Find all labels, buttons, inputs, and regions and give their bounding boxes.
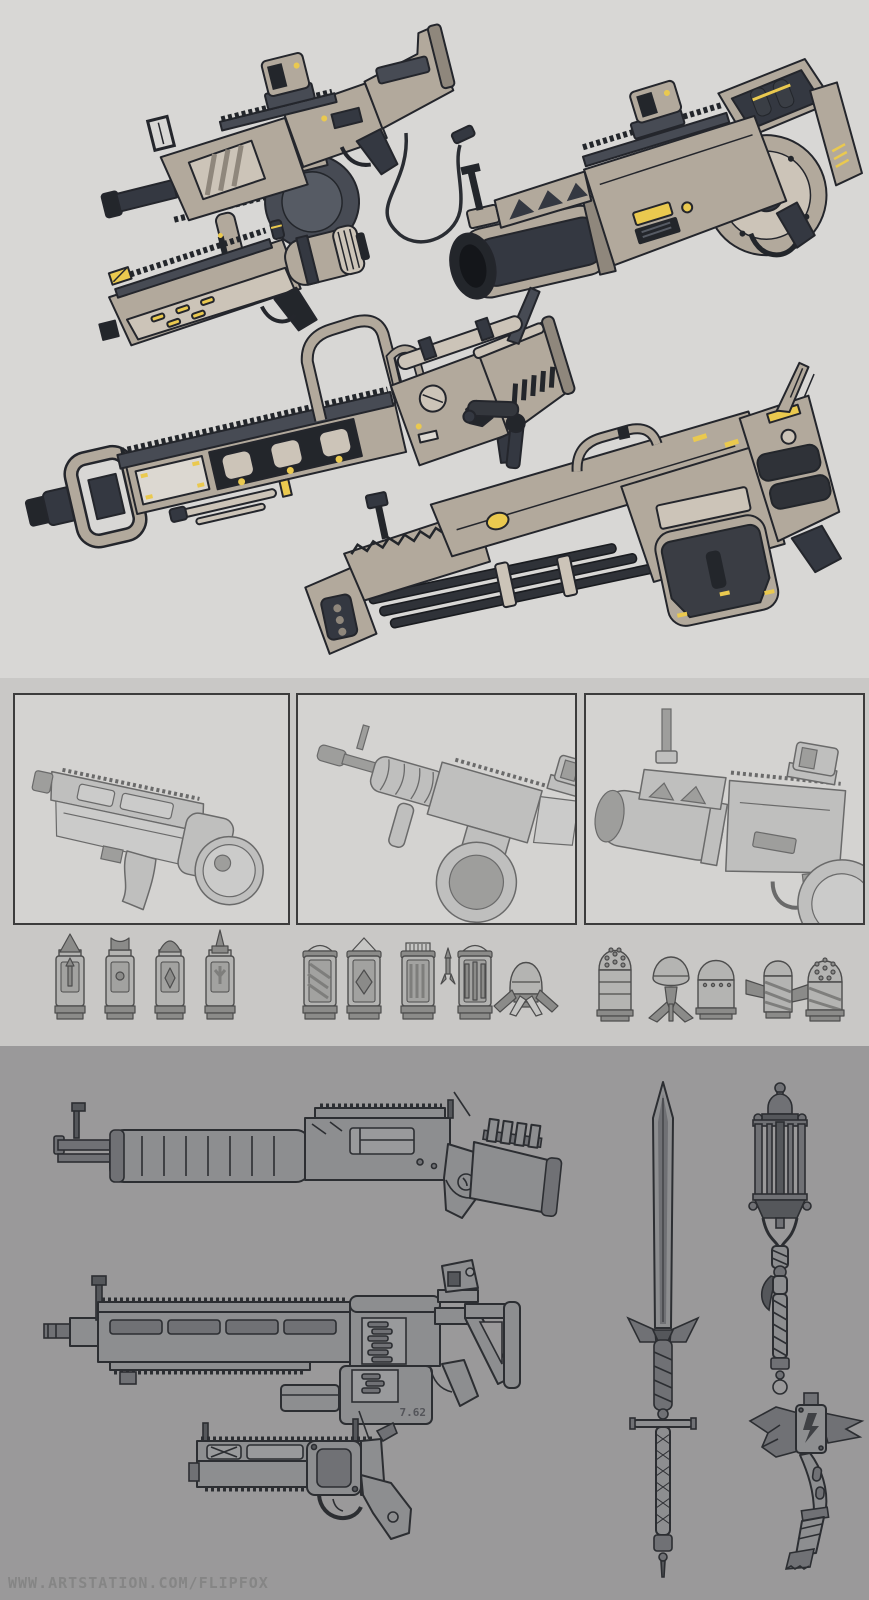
artist-watermark: WWW.ARTSTATION.COM/FLIPFOX bbox=[8, 1574, 269, 1592]
upper-grip bbox=[653, 1339, 673, 1411]
lmg-caliber-text: 7.62 bbox=[400, 1406, 427, 1419]
torch-dome bbox=[767, 1093, 793, 1115]
weapon-assault-rifle-drum bbox=[100, 23, 476, 270]
front-sight-post bbox=[467, 170, 484, 211]
shell-flechette-bundle bbox=[400, 942, 436, 1020]
holo-sight bbox=[629, 79, 686, 140]
sketch-compact-launcher bbox=[31, 767, 264, 911]
hammer-spur bbox=[375, 1421, 399, 1443]
barrel-cluster bbox=[368, 543, 658, 629]
ammo-counter-display bbox=[632, 201, 674, 227]
rocket-finned-spiral bbox=[745, 960, 811, 1019]
cartridge-hollow-point bbox=[104, 937, 136, 1020]
crank-handle bbox=[462, 399, 526, 470]
weapon-compact-smg bbox=[98, 219, 370, 347]
sketch-grenade-launcher-front bbox=[594, 708, 863, 923]
capacitor-spools bbox=[220, 427, 353, 486]
sketch-drum-rifle-front bbox=[316, 724, 575, 923]
section-rendered-weapons bbox=[0, 0, 869, 678]
holo-sight bbox=[260, 52, 311, 98]
guard-left bbox=[626, 1316, 657, 1343]
cartridge-round-nose bbox=[154, 940, 186, 1020]
cartridge-sabot-dart bbox=[204, 929, 236, 1020]
ammo-group-grenades bbox=[596, 947, 845, 1023]
torch-cage bbox=[752, 1119, 808, 1201]
grenade-pellet-head bbox=[596, 947, 634, 1022]
grip bbox=[360, 1474, 412, 1540]
carry-handle bbox=[302, 316, 406, 422]
rear-fin bbox=[775, 361, 810, 414]
ammo-group-shells bbox=[302, 937, 559, 1020]
shell-slug bbox=[346, 937, 382, 1020]
cartridge-spitzer bbox=[54, 933, 86, 1020]
ammo-group-rifle-cartridges bbox=[54, 929, 236, 1020]
cluster-bomb-finned bbox=[493, 961, 559, 1017]
mortar-bomb-finned bbox=[648, 956, 694, 1023]
weapon-battle-axe bbox=[748, 1392, 865, 1570]
weapon-belt-fed-lmg: 7.62 bbox=[43, 1259, 521, 1425]
weapon-torch-staff bbox=[748, 1082, 812, 1395]
front-sight-post bbox=[374, 502, 389, 540]
ammo-box-magazine: 7.62 bbox=[339, 1365, 433, 1425]
lightning-glyph bbox=[803, 1413, 819, 1443]
lanyard-ring bbox=[772, 1379, 788, 1395]
sketch-panel-grenade-launcher bbox=[584, 693, 865, 925]
weapon-pump-shotgun bbox=[53, 1091, 563, 1219]
grenade-textured-dome bbox=[805, 957, 845, 1022]
shell-spiral bbox=[302, 944, 338, 1020]
pistol-grip bbox=[355, 128, 399, 176]
cable-plug bbox=[450, 124, 476, 145]
ammo-box bbox=[280, 1384, 340, 1412]
handguard bbox=[97, 1309, 351, 1363]
sketch-panel-compact-launcher bbox=[13, 693, 290, 925]
stock-shell-holder bbox=[482, 1117, 543, 1149]
single-flechette-dart bbox=[440, 947, 456, 985]
weapon-grenade-launcher bbox=[449, 58, 863, 300]
drum-magazine bbox=[654, 514, 780, 627]
ammo-belt bbox=[367, 1321, 393, 1363]
section-lineart-loadout: 7.62 bbox=[0, 1046, 869, 1600]
pistol-grip bbox=[775, 201, 816, 249]
red-dot-sight bbox=[437, 1259, 479, 1303]
axe-spike bbox=[823, 1412, 865, 1444]
pistol-grip bbox=[441, 1359, 479, 1407]
weapon-rotary-machine-gun bbox=[304, 361, 842, 655]
weapon-revolver bbox=[188, 1384, 412, 1540]
flip-front-sight bbox=[145, 114, 177, 153]
cross-guard bbox=[633, 1419, 693, 1428]
grenade-40mm bbox=[695, 959, 737, 1020]
mid-sight-post bbox=[217, 235, 228, 255]
axe-handle bbox=[799, 1452, 828, 1514]
stock bbox=[469, 1141, 549, 1213]
guard-right bbox=[669, 1316, 700, 1343]
shell-segmented bbox=[457, 944, 493, 1020]
sketch-front-sight bbox=[661, 708, 672, 756]
stock-butt bbox=[503, 1301, 521, 1389]
pommel bbox=[653, 1534, 673, 1552]
pump-handguard bbox=[109, 1129, 311, 1183]
weapon-longsword bbox=[626, 1081, 700, 1578]
axe-blade bbox=[748, 1406, 799, 1458]
cage-base bbox=[753, 1199, 807, 1219]
power-cable bbox=[385, 132, 463, 244]
cylinder bbox=[306, 1440, 362, 1496]
weapon-rail-rifle bbox=[24, 286, 576, 549]
section-sketches-ammo bbox=[0, 678, 869, 1046]
carry-handle bbox=[573, 425, 661, 472]
sketch-panel-drum-rifle bbox=[296, 693, 577, 925]
